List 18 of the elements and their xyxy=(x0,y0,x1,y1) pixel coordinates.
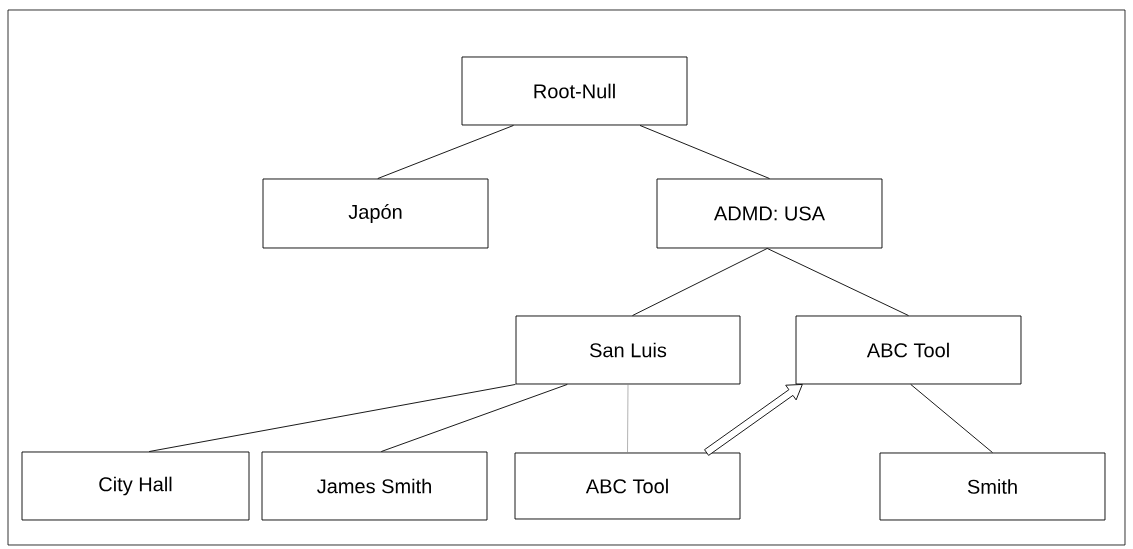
name-box: Japón xyxy=(262,178,489,249)
name-box: Smith xyxy=(879,452,1106,521)
name-box: San Luis xyxy=(515,315,741,385)
connector-line xyxy=(377,125,514,179)
name-box: City Hall xyxy=(21,451,250,521)
name-box: ABC Tool xyxy=(795,315,1022,385)
connector-line xyxy=(627,384,629,453)
name-box: Root-Null xyxy=(461,56,688,126)
connector-line xyxy=(639,125,770,179)
connector-line xyxy=(632,248,768,316)
name-box: ADMD: USA xyxy=(656,178,883,249)
block-arrow xyxy=(704,384,803,456)
connector-line xyxy=(910,384,993,453)
name-box: ABC Tool xyxy=(514,452,741,520)
connector-line xyxy=(148,384,516,452)
name-box: James Smith xyxy=(261,451,488,521)
connector-line xyxy=(766,248,909,316)
connector-line xyxy=(380,384,568,452)
